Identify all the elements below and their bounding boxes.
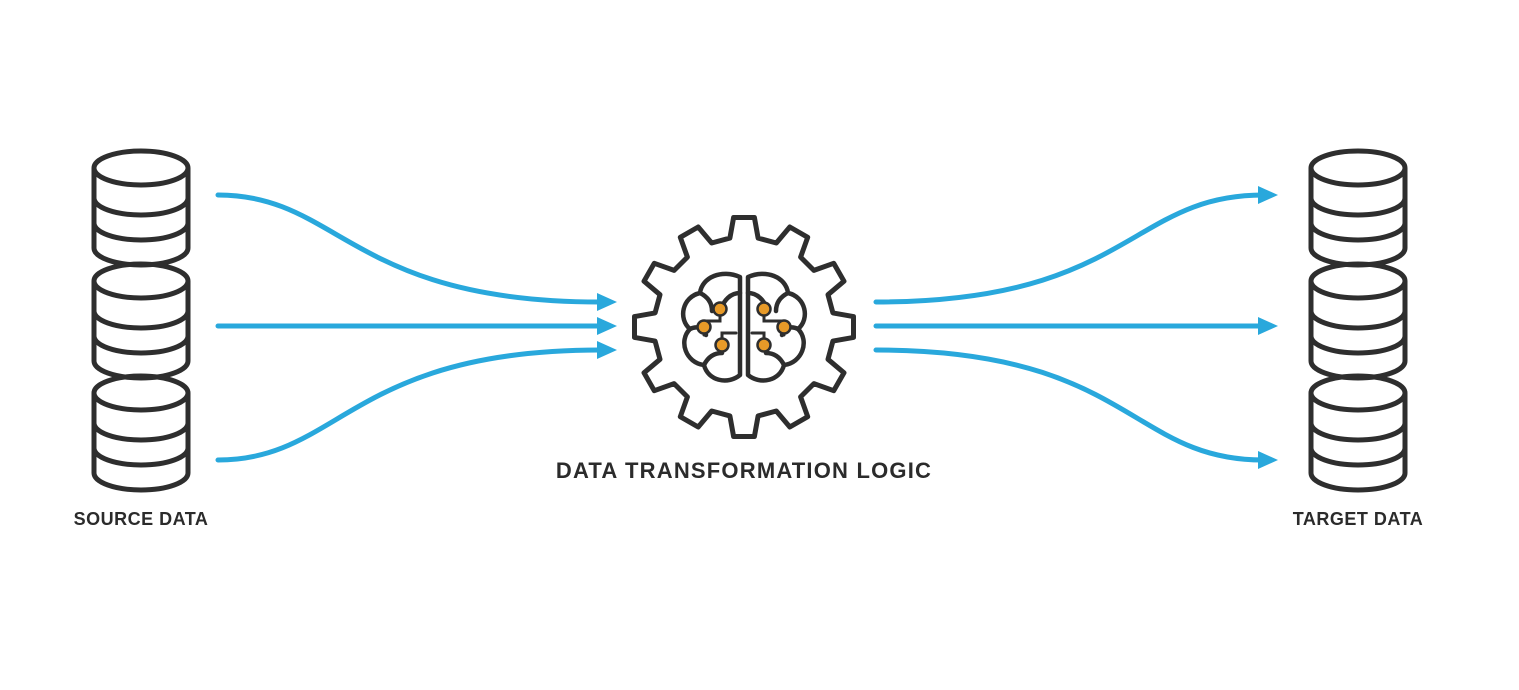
circuit-node-icon [696,319,712,335]
arrowhead-icon [1258,451,1278,469]
input-arrowheads [597,293,617,359]
target-data-label: TARGET DATA [1292,509,1424,529]
circuit-node-icon [756,337,772,353]
database-icon [1311,151,1405,265]
target-databases [1311,151,1405,490]
input-flows [215,192,603,463]
flow-arrow-top-out [873,192,1266,305]
source-data-label: SOURCE DATA [73,509,209,529]
transformation-logic-label: DATA TRANSFORMATION LOGIC [555,458,933,483]
database-icon [94,151,188,265]
database-icon [94,376,188,490]
circuit-nodes [696,301,792,353]
circuit-node-icon [712,301,728,317]
output-arrowheads [1258,186,1278,469]
arrowhead-icon [597,317,617,335]
flow-arrow-bottom-in [215,347,603,463]
source-databases [94,151,188,490]
gear-brain-icon [632,215,856,439]
arrowhead-icon [1258,186,1278,204]
flow-arrow-top-in [215,192,603,305]
arrowhead-icon [1258,317,1278,335]
brain-icon [680,271,808,383]
database-icon [1311,376,1405,490]
circuit-node-icon [756,301,772,317]
circuit-node-icon [776,319,792,335]
circuit-node-icon [714,337,730,353]
output-flows [873,192,1266,463]
flow-arrow-bottom-out [873,347,1266,463]
database-icon [94,264,188,378]
database-icon [1311,264,1405,378]
gear-outline [632,215,856,439]
arrowhead-icon [597,341,617,359]
arrowhead-icon [597,293,617,311]
